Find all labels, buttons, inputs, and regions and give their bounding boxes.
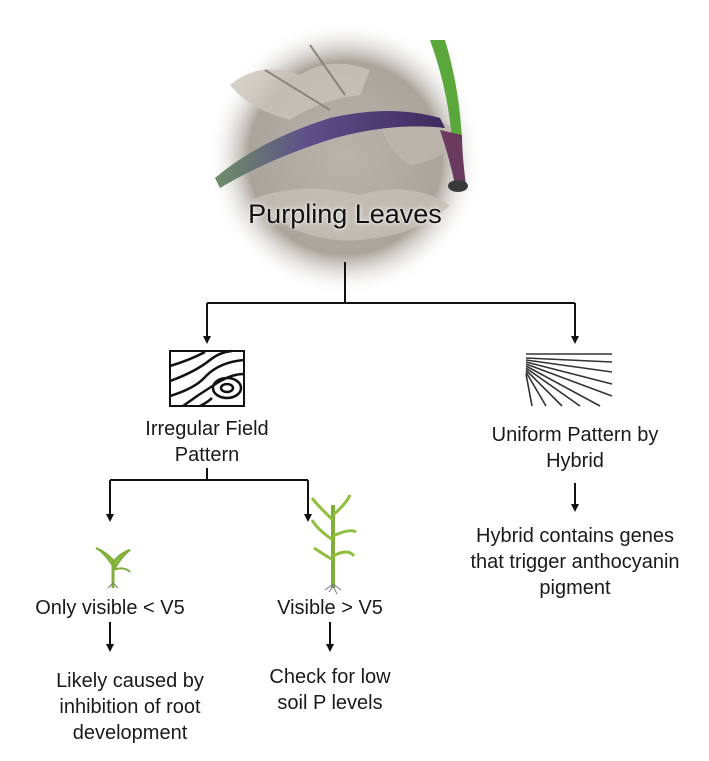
hybrid-result-line3: pigment <box>539 577 611 599</box>
irregular-connectors <box>106 468 312 522</box>
root-title: Purpling Leaves <box>248 199 442 229</box>
irregular-label-line2: Pattern <box>174 444 240 466</box>
early-result-text: Likely caused by inhibition of root deve… <box>20 668 240 746</box>
early-result-line2: inhibition of root <box>59 696 201 718</box>
hybrid-result-text: Hybrid contains genes that trigger antho… <box>430 523 709 601</box>
uniform-rows-icon <box>525 353 613 407</box>
root-connectors <box>203 262 579 344</box>
lower-arrows <box>106 622 334 652</box>
contour-pattern-icon <box>169 349 245 408</box>
hybrid-result-line1: Hybrid contains genes <box>476 525 674 547</box>
late-stage-label: Visible > V5 <box>277 597 383 619</box>
late-result-line1: Check for low <box>269 666 391 688</box>
uniform-label-line2: Hybrid <box>546 450 604 472</box>
early-result-line3: development <box>72 722 188 744</box>
irregular-label-line1: Irregular Field <box>145 418 269 440</box>
purpling-leaf-photo <box>207 20 483 296</box>
early-result-line1: Likely caused by <box>56 670 204 692</box>
uniform-pattern-label: Uniform Pattern by Hybrid <box>450 422 700 474</box>
early-stage-label: Only visible < V5 <box>35 597 185 619</box>
small-seedling-icon <box>95 547 131 589</box>
uniform-label-line1: Uniform Pattern by <box>491 424 659 446</box>
irregular-field-label: Irregular Field Pattern <box>107 416 307 468</box>
late-result-text: Check for low soil P levels <box>240 664 420 716</box>
hybrid-result-line2: that trigger anthocyanin <box>470 551 680 573</box>
late-result-line2: soil P levels <box>277 692 383 714</box>
tall-corn-plant-icon <box>310 494 357 595</box>
